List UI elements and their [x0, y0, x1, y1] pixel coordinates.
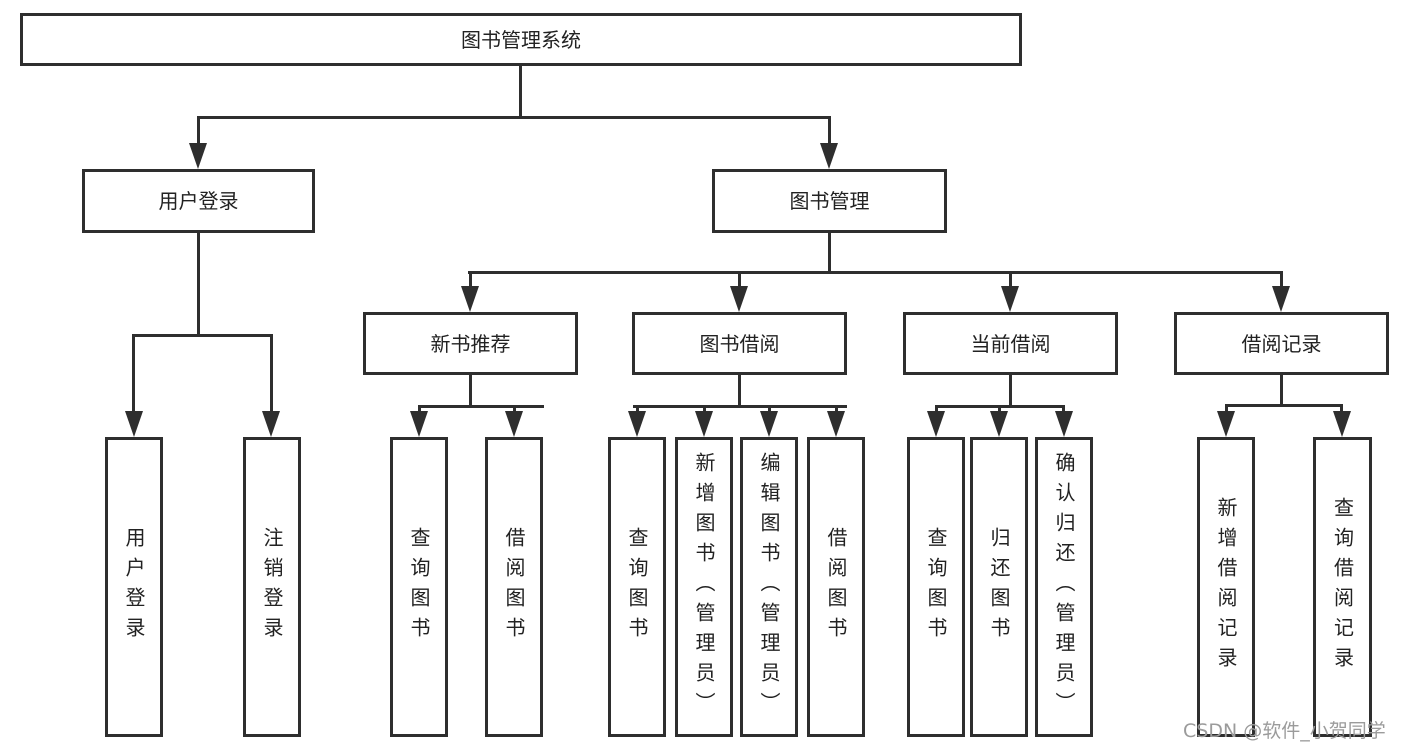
csdn-watermark: CSDN @软件_小贺同学	[1183, 720, 1386, 742]
connector-line	[270, 334, 273, 413]
leaf-add-book-admin-label: 新增图书（管理员）	[692, 452, 716, 722]
arrowhead-icon	[189, 143, 207, 169]
leaf-edit-book-admin-label: 编辑图书（管理员）	[757, 452, 781, 722]
node-borrowing-records: 借阅记录	[1174, 312, 1389, 375]
leaf-user-login: 用户登录	[105, 437, 163, 737]
connector-line	[935, 405, 938, 414]
leaf-logout: 注销登录	[243, 437, 301, 737]
connector-line	[835, 405, 838, 414]
connector-line	[1340, 404, 1343, 414]
arrowhead-icon	[927, 411, 945, 437]
connector-line	[132, 334, 273, 337]
arrowhead-icon	[820, 143, 838, 169]
connector-line	[703, 405, 706, 414]
connector-line	[633, 405, 847, 408]
connector-line	[197, 116, 200, 147]
node-root: 图书管理系统	[20, 13, 1022, 66]
arrowhead-icon	[1333, 411, 1351, 437]
leaf-borrow-books-borrowing: 借阅图书	[807, 437, 865, 737]
connector-line	[513, 405, 516, 414]
leaf-user-login-label: 用户登录	[122, 527, 146, 647]
connector-line	[1225, 404, 1343, 407]
connector-line	[1009, 271, 1012, 288]
arrowhead-icon	[461, 286, 479, 312]
connector-line	[738, 271, 741, 288]
node-book-management-label: 图书管理	[789, 189, 870, 213]
connector-line	[469, 375, 472, 407]
node-user-login: 用户登录	[82, 169, 315, 233]
connector-line	[768, 405, 771, 414]
connector-line	[1280, 375, 1283, 406]
arrowhead-icon	[1272, 286, 1290, 312]
leaf-query-books-borrowing: 查询图书	[608, 437, 666, 737]
connector-line	[469, 271, 472, 288]
leaf-query-borrow-record-label: 查询借阅记录	[1330, 497, 1355, 677]
arrowhead-icon	[505, 411, 523, 437]
leaf-query-borrow-record: 查询借阅记录	[1313, 437, 1372, 737]
leaf-borrow-books-recommend-label: 借阅图书	[502, 527, 526, 647]
connector-line	[418, 405, 544, 408]
connector-line	[468, 271, 1283, 274]
leaf-query-books-current: 查询图书	[907, 437, 965, 737]
connector-line	[1062, 405, 1065, 414]
connector-line	[998, 405, 1001, 414]
connector-line	[197, 116, 831, 119]
node-borrowing-records-label: 借阅记录	[1241, 331, 1322, 356]
arrowhead-icon	[990, 411, 1008, 437]
arrowhead-icon	[730, 286, 748, 312]
connector-line	[828, 233, 831, 274]
node-new-book-recommend: 新书推荐	[363, 312, 578, 375]
leaf-add-borrow-record: 新增借阅记录	[1197, 437, 1255, 737]
leaf-add-book-admin: 新增图书（管理员）	[675, 437, 733, 737]
connector-line	[1009, 375, 1012, 407]
connector-line	[132, 334, 135, 413]
node-book-borrowing-label: 图书借阅	[699, 331, 780, 356]
connector-line	[1225, 404, 1228, 414]
arrowhead-icon	[262, 411, 280, 437]
connector-line	[1280, 271, 1283, 288]
connector-line	[636, 405, 639, 414]
leaf-borrow-books-recommend: 借阅图书	[485, 437, 543, 737]
arrowhead-icon	[827, 411, 845, 437]
node-new-book-recommend-label: 新书推荐	[430, 331, 511, 356]
connector-line	[197, 233, 200, 337]
leaf-edit-book-admin: 编辑图书（管理员）	[740, 437, 798, 737]
leaf-logout-label: 注销登录	[260, 527, 284, 647]
leaf-return-books-label: 归还图书	[987, 527, 1011, 647]
node-book-management: 图书管理	[712, 169, 947, 233]
connector-line	[738, 375, 741, 407]
leaf-borrow-books-borrowing-label: 借阅图书	[824, 527, 848, 647]
arrowhead-icon	[125, 411, 143, 437]
arrowhead-icon	[628, 411, 646, 437]
leaf-confirm-return-admin: 确认归还（管理员）	[1035, 437, 1093, 737]
connector-line	[519, 66, 522, 119]
node-current-borrowing: 当前借阅	[903, 312, 1118, 375]
node-user-login-label: 用户登录	[158, 189, 239, 213]
arrowhead-icon	[760, 411, 778, 437]
arrowhead-icon	[1001, 286, 1019, 312]
leaf-query-books-current-label: 查询图书	[924, 527, 948, 647]
leaf-confirm-return-admin-label: 确认归还（管理员）	[1052, 452, 1076, 722]
leaf-query-books-borrowing-label: 查询图书	[625, 527, 649, 647]
arrowhead-icon	[410, 411, 428, 437]
connector-line	[828, 116, 831, 147]
arrowhead-icon	[1217, 411, 1235, 437]
arrowhead-icon	[1055, 411, 1073, 437]
arrowhead-icon	[695, 411, 713, 437]
leaf-query-books-recommend-label: 查询图书	[407, 527, 431, 647]
connector-line	[418, 405, 421, 414]
leaf-query-books-recommend: 查询图书	[390, 437, 448, 737]
leaf-return-books: 归还图书	[970, 437, 1028, 737]
node-root-label: 图书管理系统	[461, 27, 581, 52]
leaf-add-borrow-record-label: 新增借阅记录	[1214, 497, 1238, 677]
node-book-borrowing: 图书借阅	[632, 312, 847, 375]
node-current-borrowing-label: 当前借阅	[970, 331, 1051, 356]
